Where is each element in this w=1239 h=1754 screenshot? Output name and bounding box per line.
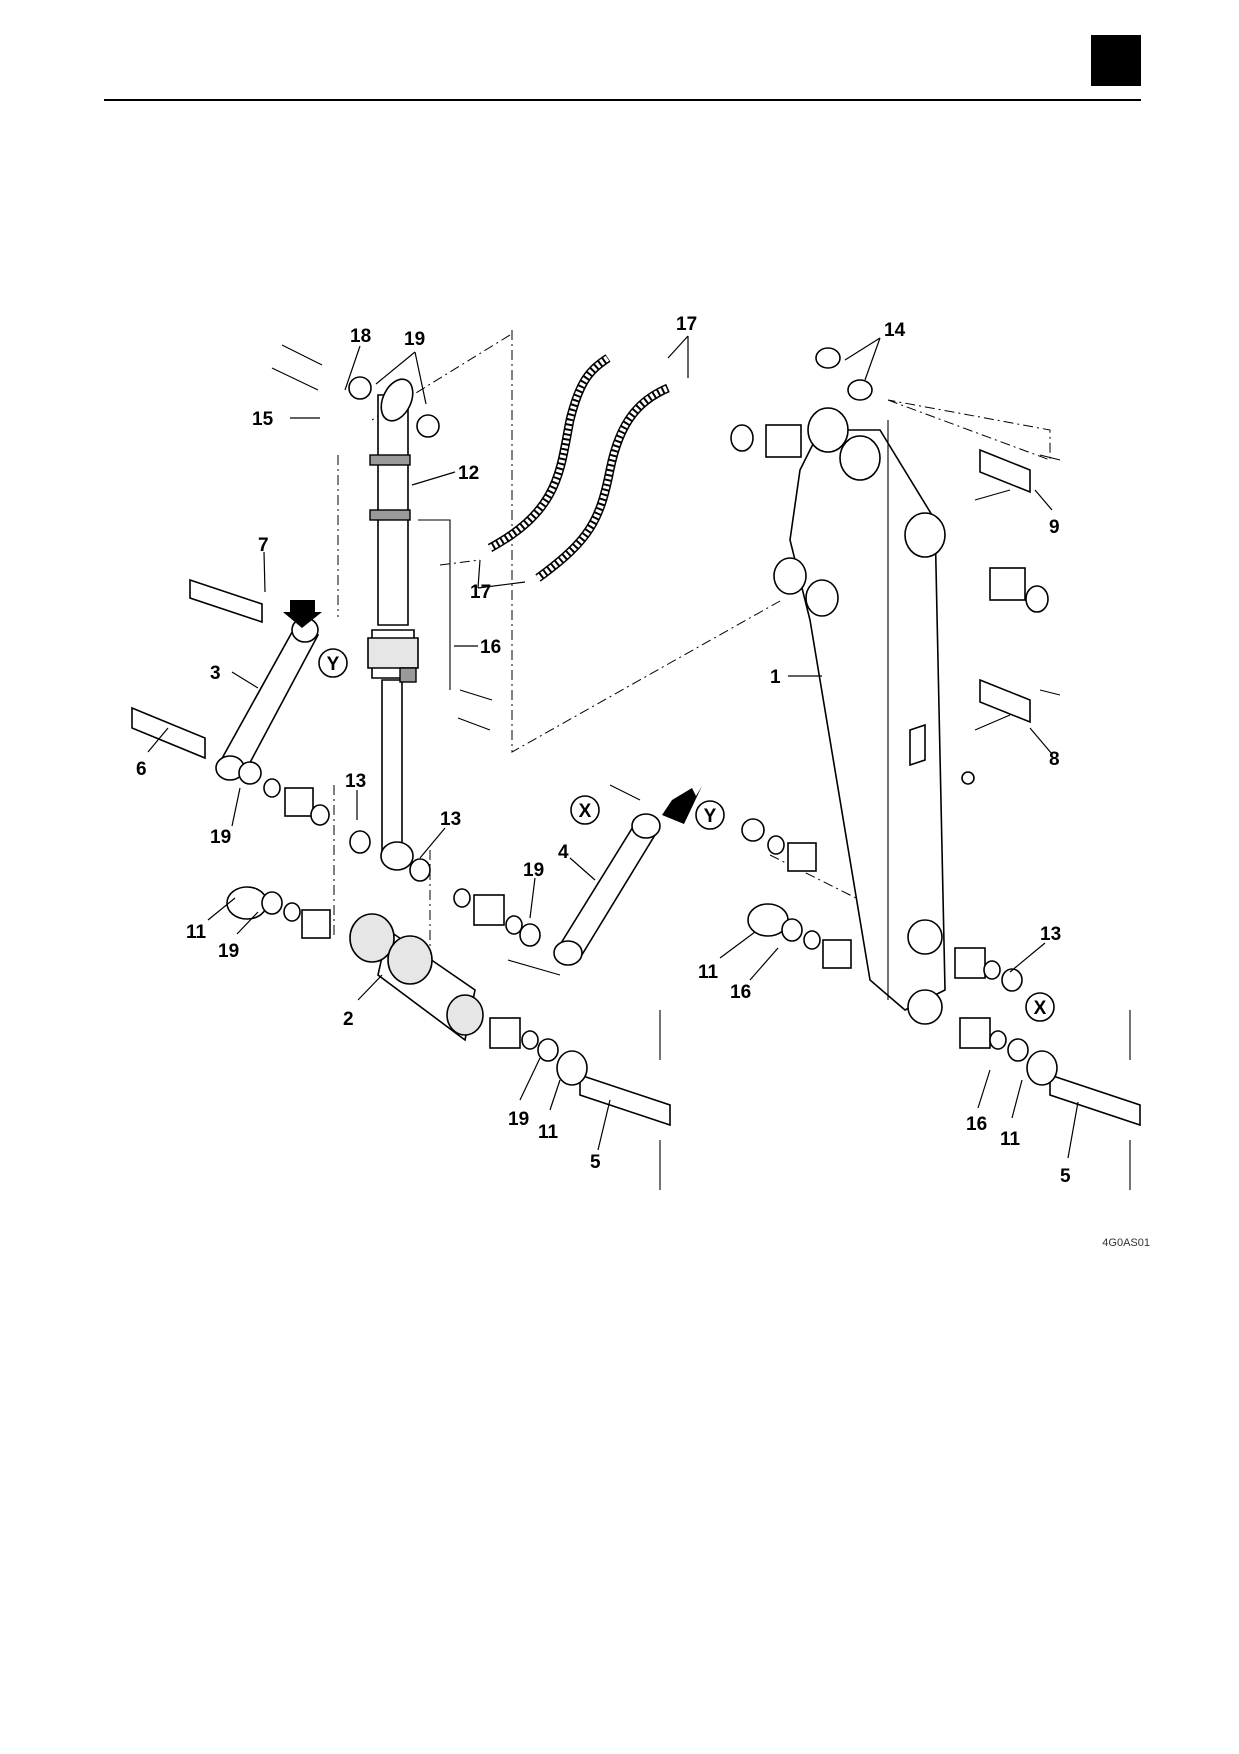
arm-body	[773, 407, 975, 1025]
callout-19-b: 19	[210, 827, 231, 848]
position-arrows	[283, 600, 702, 824]
callout-5: 5	[590, 1152, 601, 1173]
callout-11: 11	[186, 922, 207, 943]
marker-y-label-2: Y	[704, 806, 717, 827]
callout-5-b: 5	[1060, 1166, 1071, 1187]
pins	[131, 448, 1141, 1127]
marker-x-circle-2	[1025, 992, 1055, 1022]
callout-16: 16	[480, 637, 501, 658]
callout-19-c: 19	[523, 860, 544, 881]
callout-14: 14	[884, 320, 906, 341]
callout-4: 4	[558, 842, 569, 863]
page-corner-tab	[1091, 35, 1141, 86]
callout-15: 15	[252, 409, 274, 430]
callout-11-b: 11	[698, 962, 719, 983]
marker-y-circle	[318, 648, 348, 678]
drawing-code: 4G0AS01	[1102, 1237, 1150, 1249]
reference-markers: Y X Y X	[318, 648, 1055, 1022]
callout-11-d: 11	[1000, 1129, 1021, 1150]
callout-11-c: 11	[538, 1122, 559, 1143]
callout-3: 3	[210, 663, 221, 684]
callout-numbers: 18 19 17 14 15 12 9 7 17 16 3 1 6 8 13 1…	[136, 314, 1071, 1187]
callout-6: 6	[136, 759, 147, 780]
callout-1: 1	[770, 667, 781, 688]
callout-19-d: 19	[218, 941, 239, 962]
leader-lines	[147, 335, 1079, 1159]
callout-13-b: 13	[440, 809, 461, 830]
bushings-washers	[226, 347, 1058, 1086]
callout-16-b: 16	[730, 982, 751, 1003]
bolts-nuts	[271, 344, 1131, 1190]
marker-y-label: Y	[327, 654, 340, 675]
arm-cylinder	[367, 378, 419, 871]
callout-9: 9	[1049, 517, 1060, 538]
callout-16-c: 16	[966, 1114, 987, 1135]
callout-19: 19	[404, 329, 425, 350]
callout-12: 12	[458, 463, 479, 484]
marker-x-label: X	[579, 801, 592, 822]
marker-x-circle	[570, 795, 600, 825]
links	[215, 617, 661, 1042]
marker-x-label-2: X	[1034, 998, 1047, 1019]
callout-8: 8	[1049, 749, 1060, 770]
callout-13-c: 13	[1040, 924, 1061, 945]
marker-y-circle-2	[695, 800, 725, 830]
callout-2: 2	[343, 1009, 354, 1030]
callout-18: 18	[350, 326, 371, 347]
header-rule	[104, 99, 1141, 101]
callout-17-lower: 17	[470, 582, 491, 603]
callout-7: 7	[258, 535, 269, 556]
hydraulic-hoses	[487, 354, 670, 582]
callout-19-e: 19	[508, 1109, 529, 1130]
callout-13: 13	[345, 771, 366, 792]
callout-17: 17	[676, 314, 697, 335]
